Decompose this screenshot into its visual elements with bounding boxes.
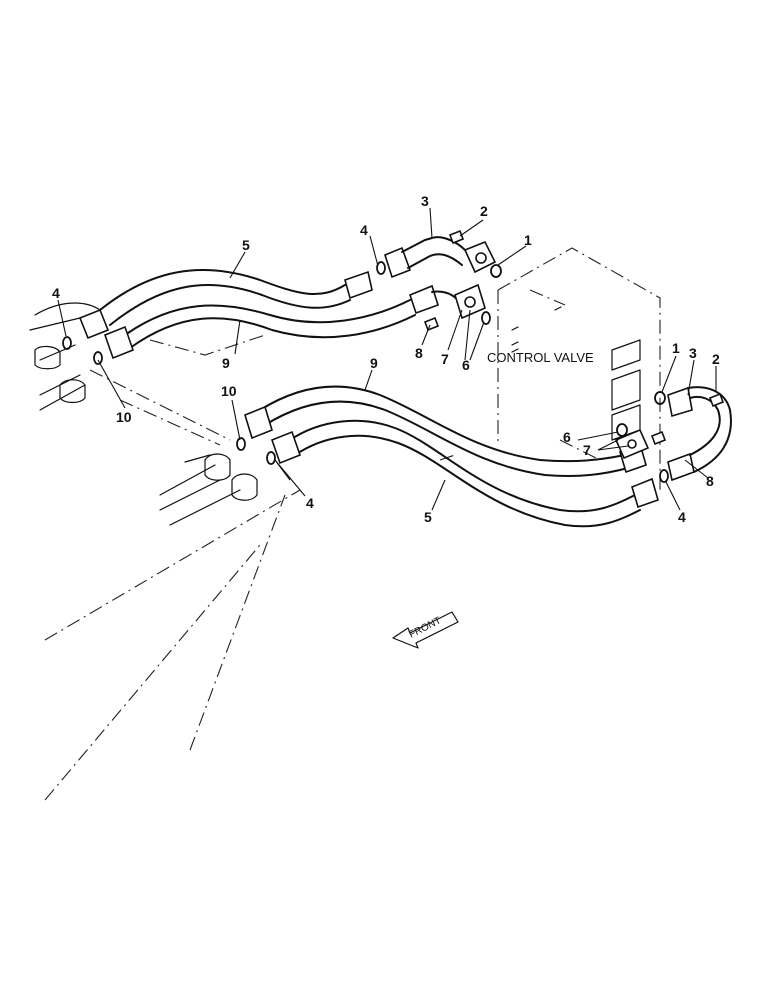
center-lines [44, 334, 301, 801]
callout-4-right: 4 [678, 509, 686, 525]
callout-8-right: 8 [706, 473, 714, 489]
callout-1-right: 1 [672, 340, 680, 356]
callout-4-left: 4 [52, 285, 60, 301]
callout-7-upper: 7 [441, 351, 449, 367]
front-label: FRONT [407, 615, 443, 640]
valve-flange-parts [376, 229, 725, 483]
callout-7-right: 7 [583, 442, 591, 458]
callout-3-right: 3 [689, 345, 697, 361]
callout-4-upper: 4 [360, 222, 368, 238]
hose-9-lower [244, 385, 647, 477]
upper-left-fittings [62, 308, 135, 365]
left-cylinders-lower [159, 453, 258, 526]
lower-left-fittings [236, 437, 276, 465]
callout-6-right: 6 [563, 429, 571, 445]
callout-5-upper: 5 [242, 237, 250, 253]
callout-10-center: 10 [221, 383, 237, 399]
callout-1-upper: 1 [524, 232, 532, 248]
front-arrow: FRONT [392, 611, 459, 649]
callout-10-left: 10 [116, 409, 132, 425]
callouts: 3 2 1 4 5 4 9 8 7 6 9 10 10 4 5 1 3 2 6 … [52, 193, 720, 525]
callout-9-upper: 9 [222, 355, 230, 371]
callout-8-upper: 8 [415, 345, 423, 361]
callout-3-upper: 3 [421, 193, 429, 209]
callout-6-upper: 6 [462, 357, 470, 373]
hose-9-upper [124, 283, 486, 349]
callout-4-center: 4 [306, 495, 314, 511]
hose-5-upper [99, 236, 497, 326]
leader-lines [57, 207, 717, 511]
hose-5-lower [270, 386, 732, 528]
callout-5-lower: 5 [424, 509, 432, 525]
callout-9-lower: 9 [370, 355, 378, 371]
control-valve-label: CONTROL VALVE [487, 350, 594, 365]
callout-2-right: 2 [712, 351, 720, 367]
callout-2-upper: 2 [480, 203, 488, 219]
